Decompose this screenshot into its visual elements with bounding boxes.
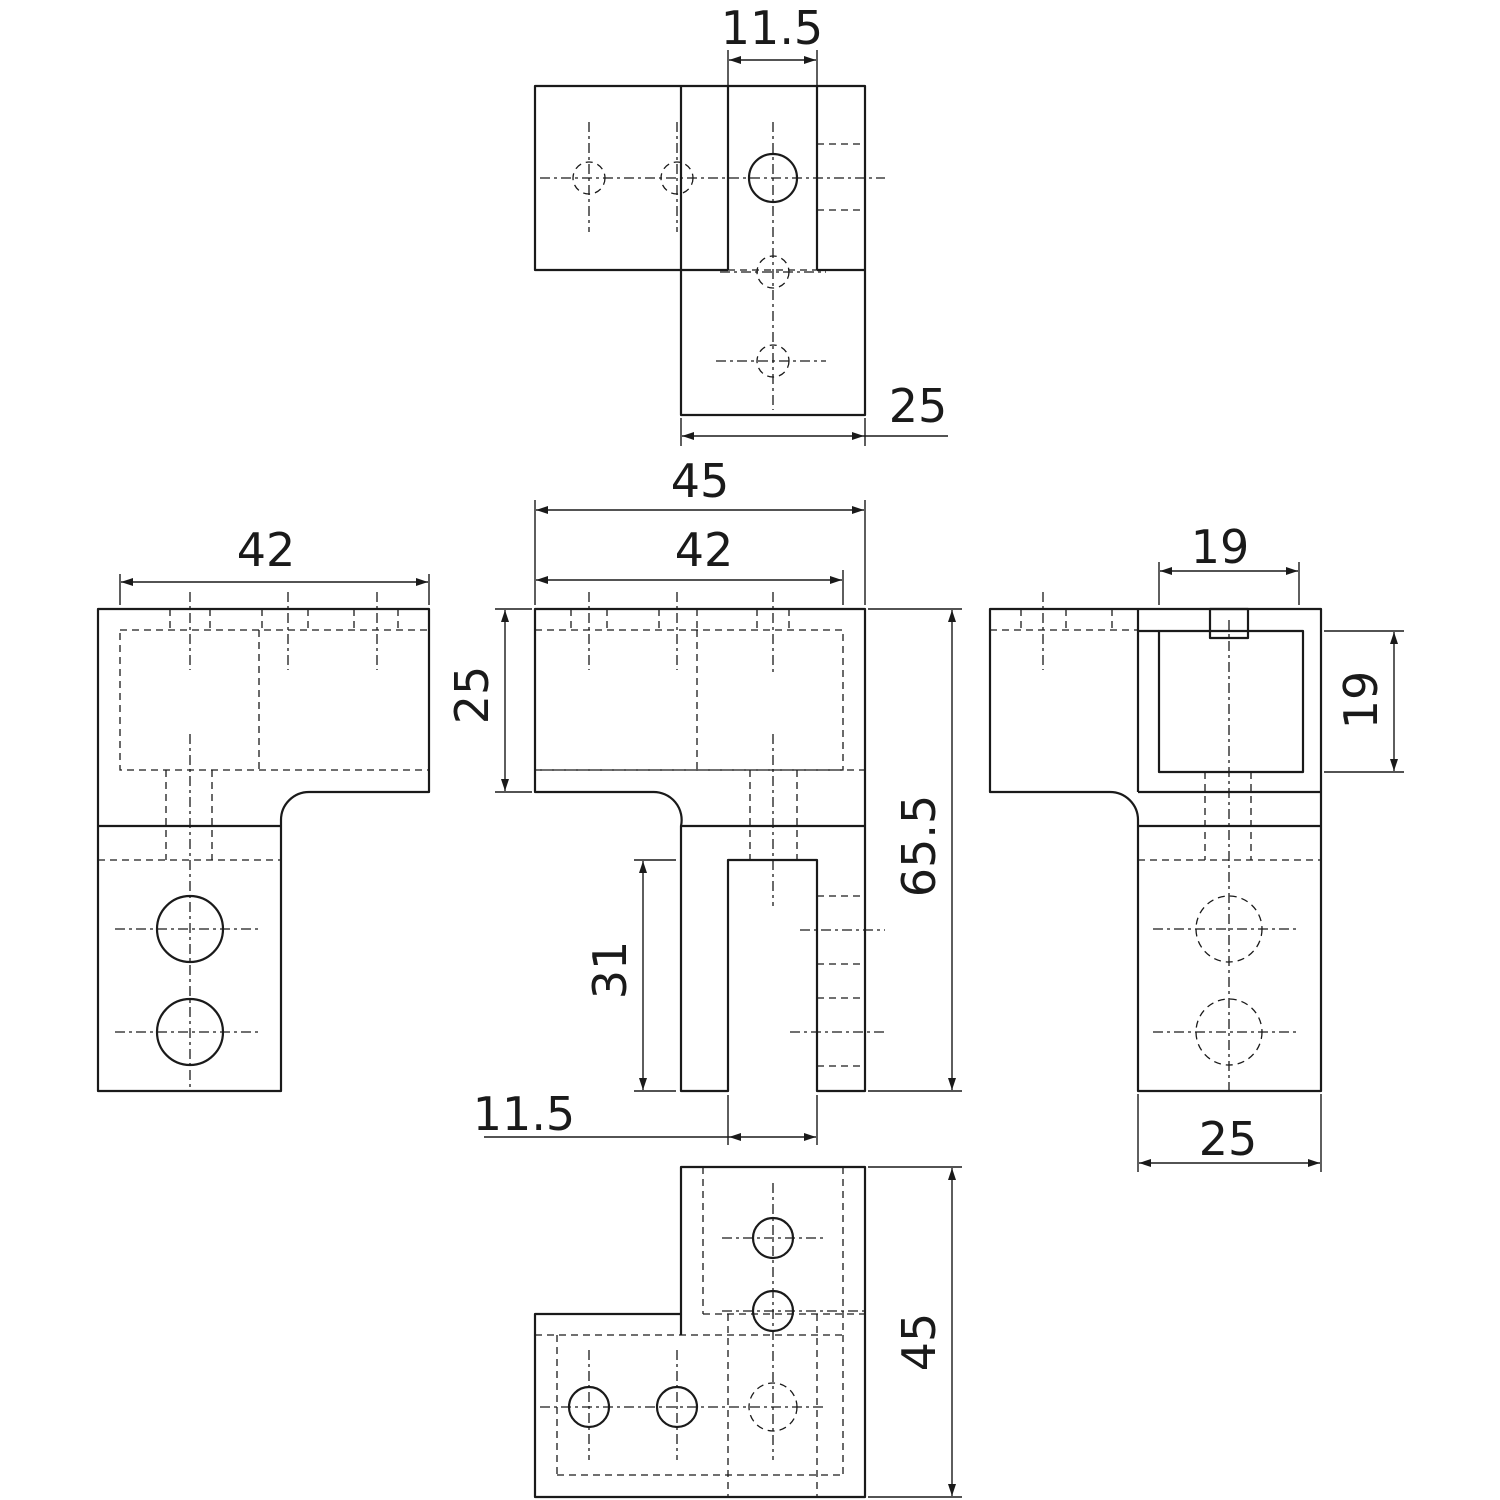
dim-label: 11.5 [721,1,823,55]
dim-front-overall-height: 65.5 [868,608,962,1092]
dim-bottom-height: 45 [868,1166,962,1498]
dim-label: 25 [445,666,499,725]
left-view [96,592,431,1093]
dim-right-leg-width: 25 [1137,1094,1322,1172]
dim-left-width: 42 [119,523,430,605]
dim-label: 11.5 [473,1087,575,1141]
dim-label: 65.5 [892,795,946,897]
dim-front-slot-depth: 31 [583,859,676,1092]
hole-icon [572,152,799,378]
bottom-view [533,1165,867,1499]
top-view [533,84,885,417]
dim-label: 42 [675,523,734,577]
dim-label: 19 [1334,671,1388,730]
dim-front-overall-width: 45 [534,454,866,605]
dim-front-inner-width: 42 [536,523,844,605]
dim-front-slot-width: 11.5 [473,1087,818,1145]
dim-label: 45 [892,1313,946,1372]
dim-label: 31 [583,941,637,1000]
dim-label: 25 [1199,1112,1258,1166]
dim-right-square-height: 19 [1324,630,1404,773]
front-view [533,592,885,1093]
dim-label: 25 [889,379,948,433]
dim-front-upper-height: 25 [445,608,532,793]
dim-label: 19 [1191,520,1250,574]
dim-top-depth: 25 [680,379,948,446]
dim-top-slot-width: 11.5 [721,1,823,86]
dim-right-square-width: 19 [1158,520,1300,605]
dim-label: 42 [237,523,296,577]
dim-label: 45 [671,454,730,508]
right-view [988,592,1323,1093]
hole-icon [567,1216,798,1432]
